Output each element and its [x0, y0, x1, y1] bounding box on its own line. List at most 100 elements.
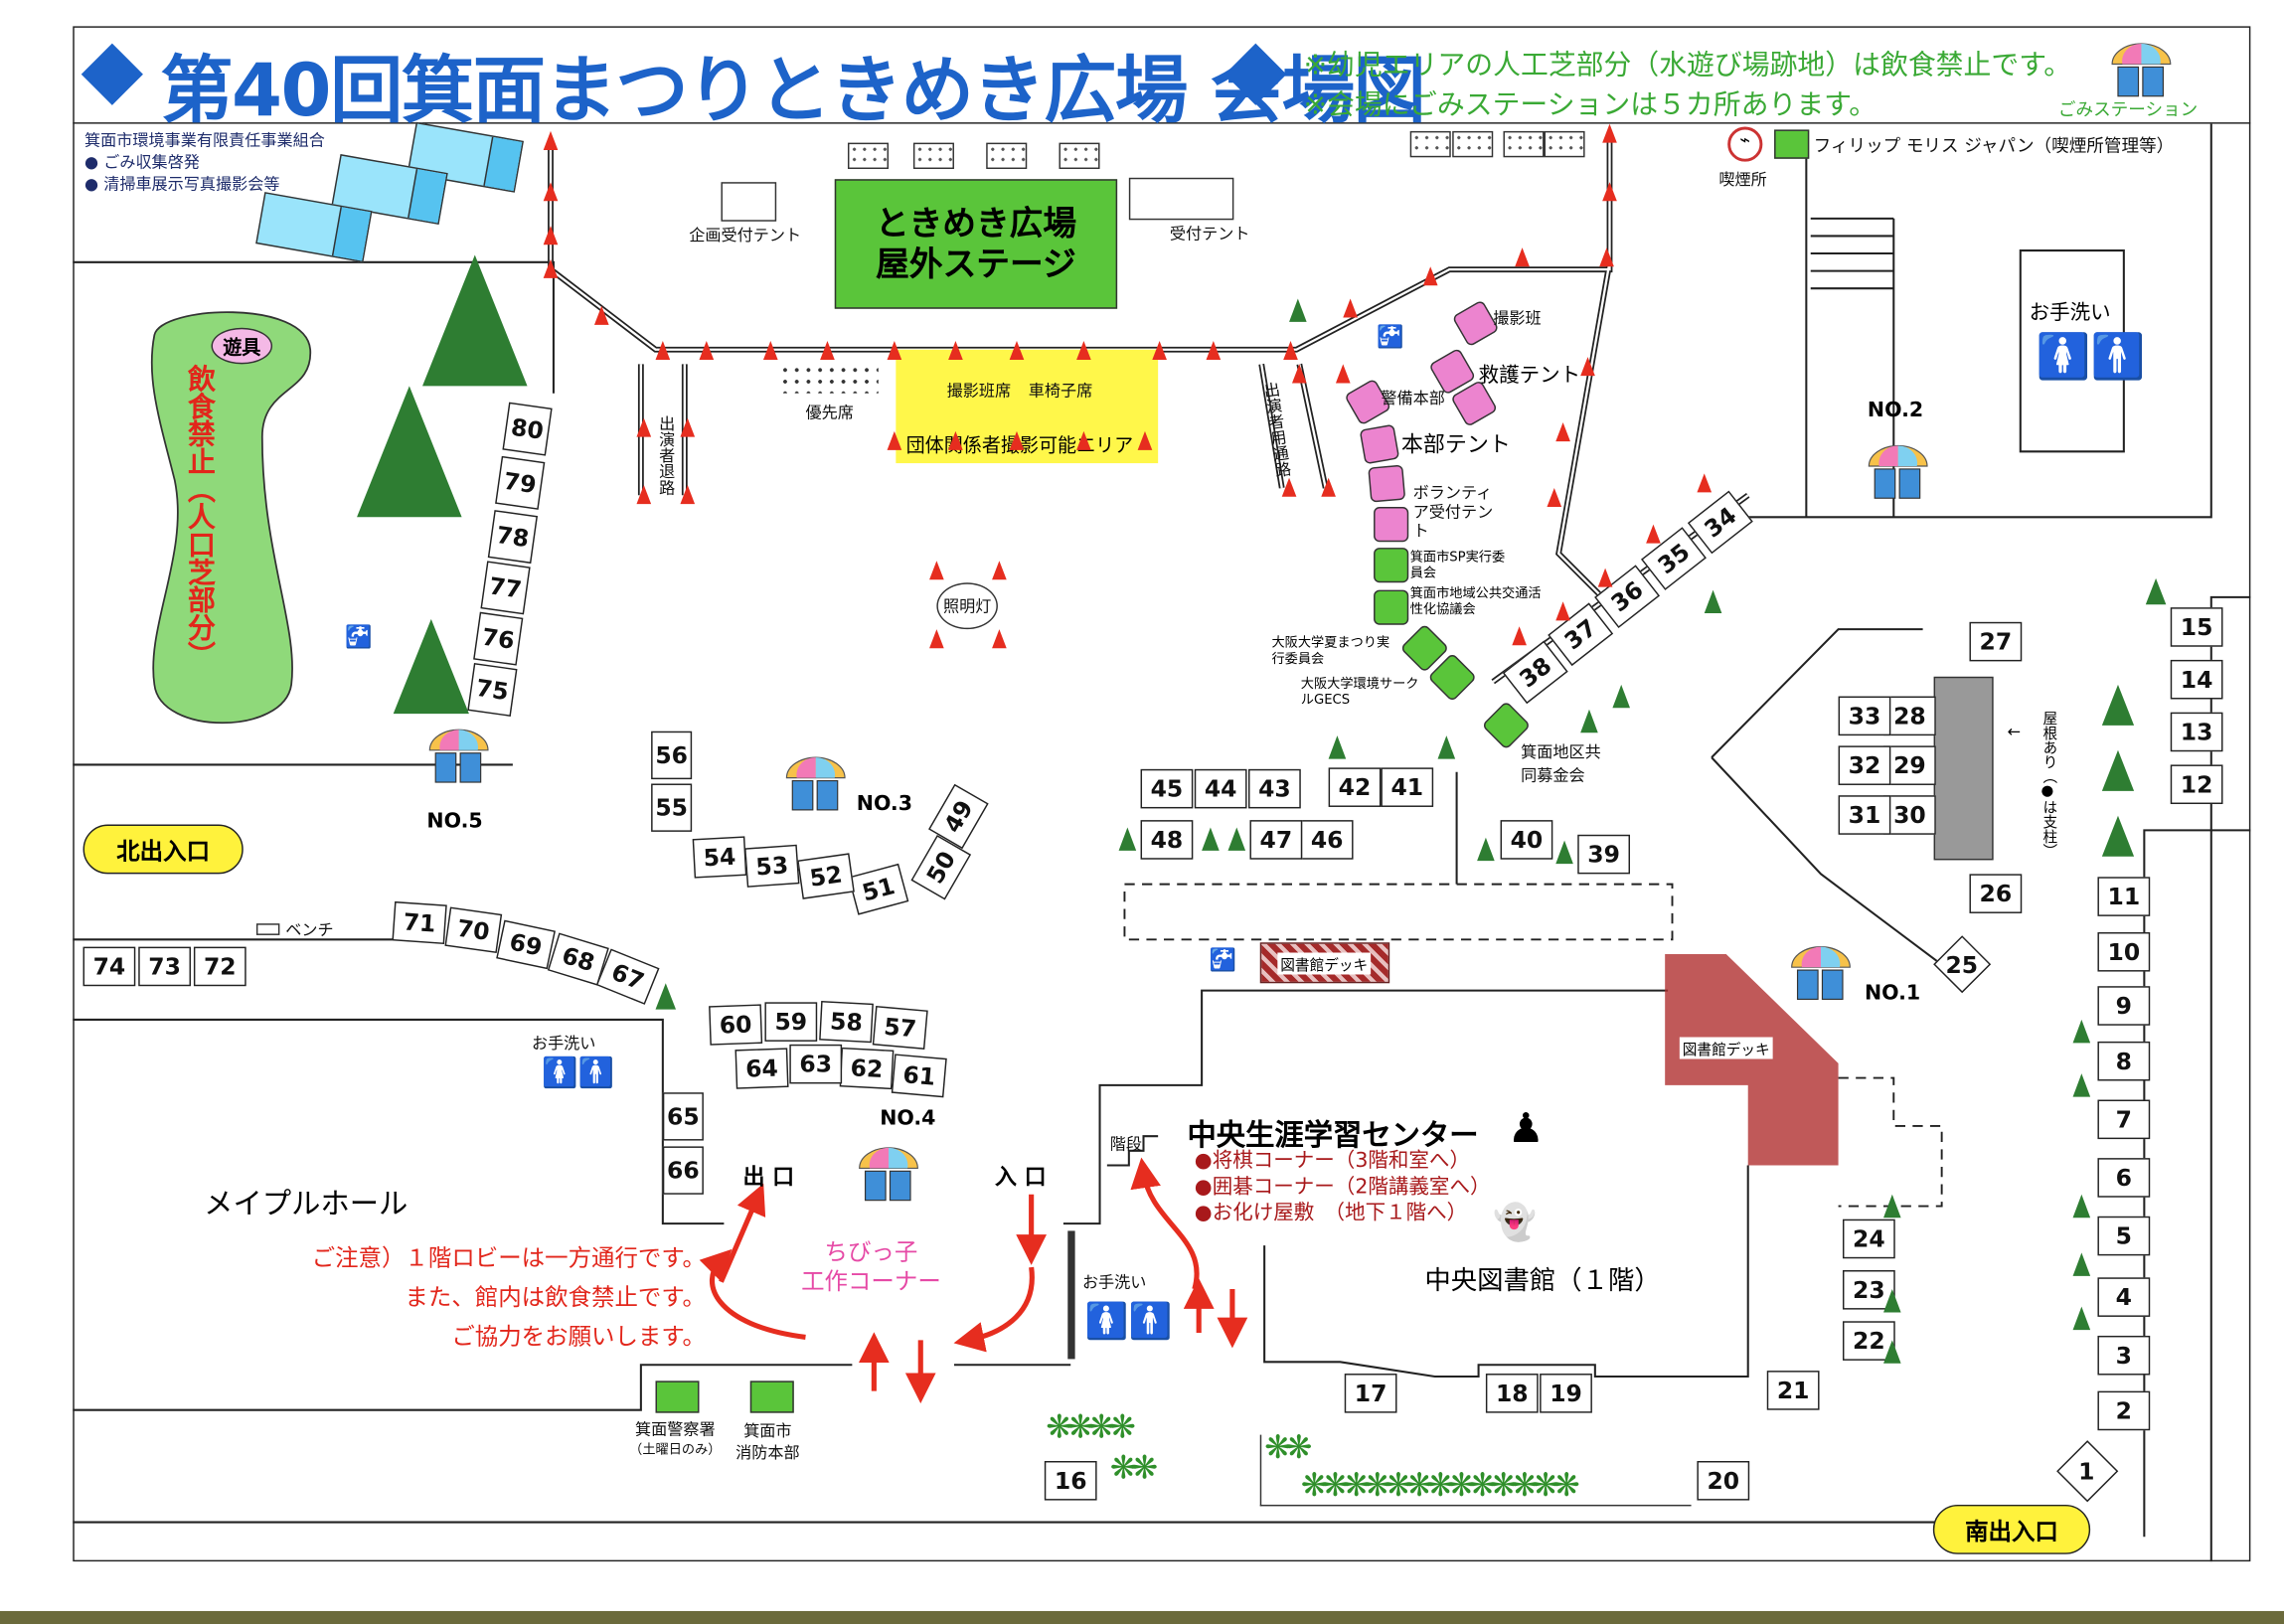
tent-label: 箕面市地域公共交通活性化協議会	[1409, 586, 1542, 618]
kids-corner-label: 工作コーナー	[801, 1267, 941, 1295]
booth-28: 28	[1883, 696, 1936, 736]
tree-icon	[2101, 815, 2135, 857]
water-faucet-icon: 🚰	[1209, 946, 1236, 974]
shogi-icon: ♟	[1507, 1103, 1545, 1153]
garbage-station-5	[428, 729, 489, 783]
booth-46: 46	[1300, 820, 1354, 860]
booth-47: 47	[1249, 820, 1303, 860]
tree-icon	[422, 254, 528, 387]
traffic-cone-icon	[655, 340, 671, 361]
booth-24: 24	[1842, 1218, 1895, 1259]
booth-19: 19	[1540, 1374, 1592, 1413]
traffic-cone-icon	[1283, 340, 1298, 361]
booth-75: 75	[467, 662, 518, 717]
traffic-cone-icon	[1291, 364, 1307, 384]
tree-icon	[1437, 735, 1456, 759]
planning-reception-label: 企画受付テント	[689, 226, 802, 245]
tree-icon	[1580, 709, 1598, 733]
seating-block	[1452, 130, 1494, 158]
booth-2: 2	[2097, 1390, 2151, 1431]
traffic-cone-icon	[992, 629, 1007, 649]
tree-icon	[1202, 827, 1220, 851]
bottom-band	[0, 1610, 2284, 1624]
exit-label: 出 口	[742, 1164, 795, 1191]
shrubs: ❋❋❋❋	[1046, 1409, 1135, 1447]
booth-41: 41	[1381, 767, 1434, 807]
traffic-cone-icon	[1335, 364, 1351, 384]
tree-icon	[2101, 684, 2135, 726]
traffic-cone-icon	[543, 258, 559, 278]
garbage-station-4	[858, 1147, 919, 1202]
center-corners: ●将棋コーナー（3階和室へ） ●囲碁コーナー（2階講義室へ） ●お化け屋敷 （地…	[1195, 1148, 1491, 1226]
seating-block	[847, 142, 890, 170]
caution-note: ご注意）１階ロビーは一方通行です。 また、館内は飲食禁止です。 ご協力をお願いし…	[312, 1238, 706, 1357]
traffic-cone-icon	[1343, 298, 1358, 318]
stairs-label: 階段	[1109, 1134, 1143, 1154]
booth-61: 61	[891, 1054, 947, 1098]
tent-label: 大阪大学環境サークルGECS	[1300, 677, 1419, 709]
garbage-station-label: ごみステーション	[2057, 98, 2199, 120]
tent-label: ボランティア受付テント	[1412, 483, 1494, 541]
traffic-cone-icon	[1152, 340, 1167, 361]
police-tent	[655, 1380, 700, 1413]
traffic-cone-icon	[680, 417, 696, 437]
booth-44: 44	[1194, 768, 1247, 809]
booth-57: 57	[872, 1005, 928, 1050]
station-no5-label: NO.5	[426, 809, 483, 834]
garbage-station-1	[1790, 945, 1852, 1001]
no-food-label: 飲食禁止（人口芝部分）	[183, 364, 216, 669]
note-no-food: ※幼児エリアの人工芝部分（水遊び場跡地）は飲食禁止です。	[1303, 49, 2072, 82]
traffic-cone-icon	[948, 340, 963, 361]
booth-63: 63	[789, 1044, 843, 1084]
shrubs: ❋❋❋❋❋❋❋❋❋❋❋❋❋	[1300, 1468, 1580, 1505]
traffic-cone-icon	[1599, 247, 1614, 267]
tent-hq	[1368, 464, 1406, 503]
booth-40: 40	[1500, 820, 1553, 860]
tent-label: 撮影班	[1493, 308, 1542, 328]
tree-icon	[2145, 577, 2167, 605]
lighting-tower: 照明灯	[936, 582, 998, 630]
traffic-cone-icon	[1009, 430, 1025, 450]
police-label: 箕面警察署（土曜日のみ）	[629, 1420, 721, 1461]
traffic-cone-icon	[1281, 477, 1297, 497]
booth-32: 32	[1838, 745, 1891, 785]
tent-sp-committee	[1374, 548, 1409, 583]
tree-icon	[1555, 840, 1573, 865]
learning-center-label: 中央生涯学習センター	[1187, 1117, 1479, 1153]
water-faucet-icon: 🚰	[345, 623, 373, 650]
maple-hall-label: メイプルホール	[204, 1185, 408, 1221]
traffic-cone-icon	[887, 430, 902, 450]
traffic-cone-icon	[1602, 182, 1617, 202]
caution-line: また、館内は飲食禁止です。	[405, 1283, 706, 1312]
caution-line: ご注意）１階ロビーは一方通行です。	[311, 1243, 706, 1272]
tent-volunteer	[1374, 507, 1409, 543]
center-item: ●お化け屋敷 （地下１階へ）	[1194, 1202, 1468, 1225]
booth-76: 76	[473, 611, 524, 666]
booth-30: 30	[1883, 795, 1936, 835]
outdoor-stage: ときめき広場 屋外ステージ	[834, 179, 1118, 309]
traffic-cone-icon	[680, 485, 696, 505]
toilet-icon: 🚺🚹	[2036, 332, 2146, 384]
booth-33: 33	[1838, 696, 1891, 736]
booth-52: 52	[797, 853, 855, 899]
booth-79: 79	[495, 455, 546, 510]
traffic-cone-icon	[992, 561, 1007, 580]
traffic-cone-icon	[543, 226, 559, 245]
booth-54: 54	[692, 836, 747, 879]
map-frame	[73, 26, 2251, 1562]
priority-seats-grid	[779, 364, 879, 394]
header-bar	[73, 26, 2251, 124]
booth-70: 70	[444, 906, 503, 954]
traffic-cone-icon	[1697, 473, 1713, 493]
booth-26: 26	[1969, 874, 2023, 913]
booth-45: 45	[1140, 768, 1194, 809]
booth-7: 7	[2097, 1099, 2151, 1140]
booth-39: 39	[1577, 834, 1631, 875]
tree-icon	[1883, 1289, 1901, 1313]
traffic-cone-icon	[1009, 340, 1025, 361]
booth-77: 77	[480, 561, 531, 615]
tree-icon	[2101, 749, 2135, 791]
traffic-cone-icon	[1547, 487, 1562, 508]
caution-line: ご協力をお願いします。	[451, 1322, 706, 1351]
